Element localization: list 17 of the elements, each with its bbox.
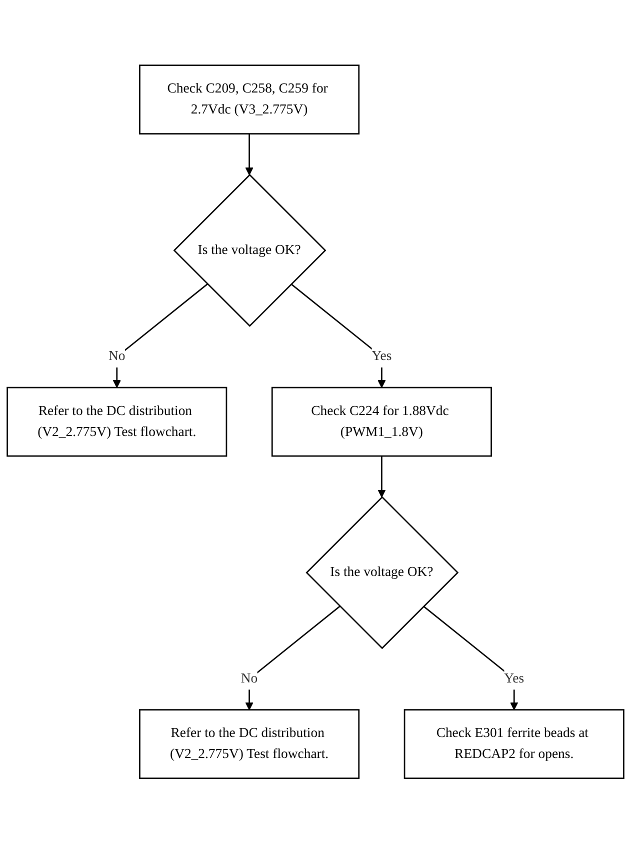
arrow <box>112 283 208 388</box>
node-box: Check C224 for 1.88Vdc (PWM1_1.8V) <box>271 386 492 456</box>
node-diamond: Is the voltage OK? <box>173 174 326 327</box>
edge-label: No <box>108 348 126 364</box>
node-diamond: Is the voltage OK? <box>306 496 459 649</box>
edge-label: Yes <box>372 348 392 364</box>
arrow <box>290 283 386 388</box>
node-box: Check E301 ferrite beads at REDCAP2 for opens. <box>404 708 624 779</box>
node-box: Check C209, C258, C259 for 2.7Vdc (V3_2.775V) <box>139 64 360 134</box>
arrow <box>423 605 518 710</box>
node-box: Refer to the DC distribution (V2_2.775V) Test flowchart. <box>6 386 228 456</box>
edge-label: Yes <box>504 671 524 686</box>
edge-label: No <box>240 671 258 686</box>
arrow <box>378 456 386 498</box>
node-box: Refer to the DC distribution (V2_2.775V) Test flowchart. <box>139 708 360 779</box>
arrow <box>245 134 254 175</box>
arrow <box>245 605 340 710</box>
